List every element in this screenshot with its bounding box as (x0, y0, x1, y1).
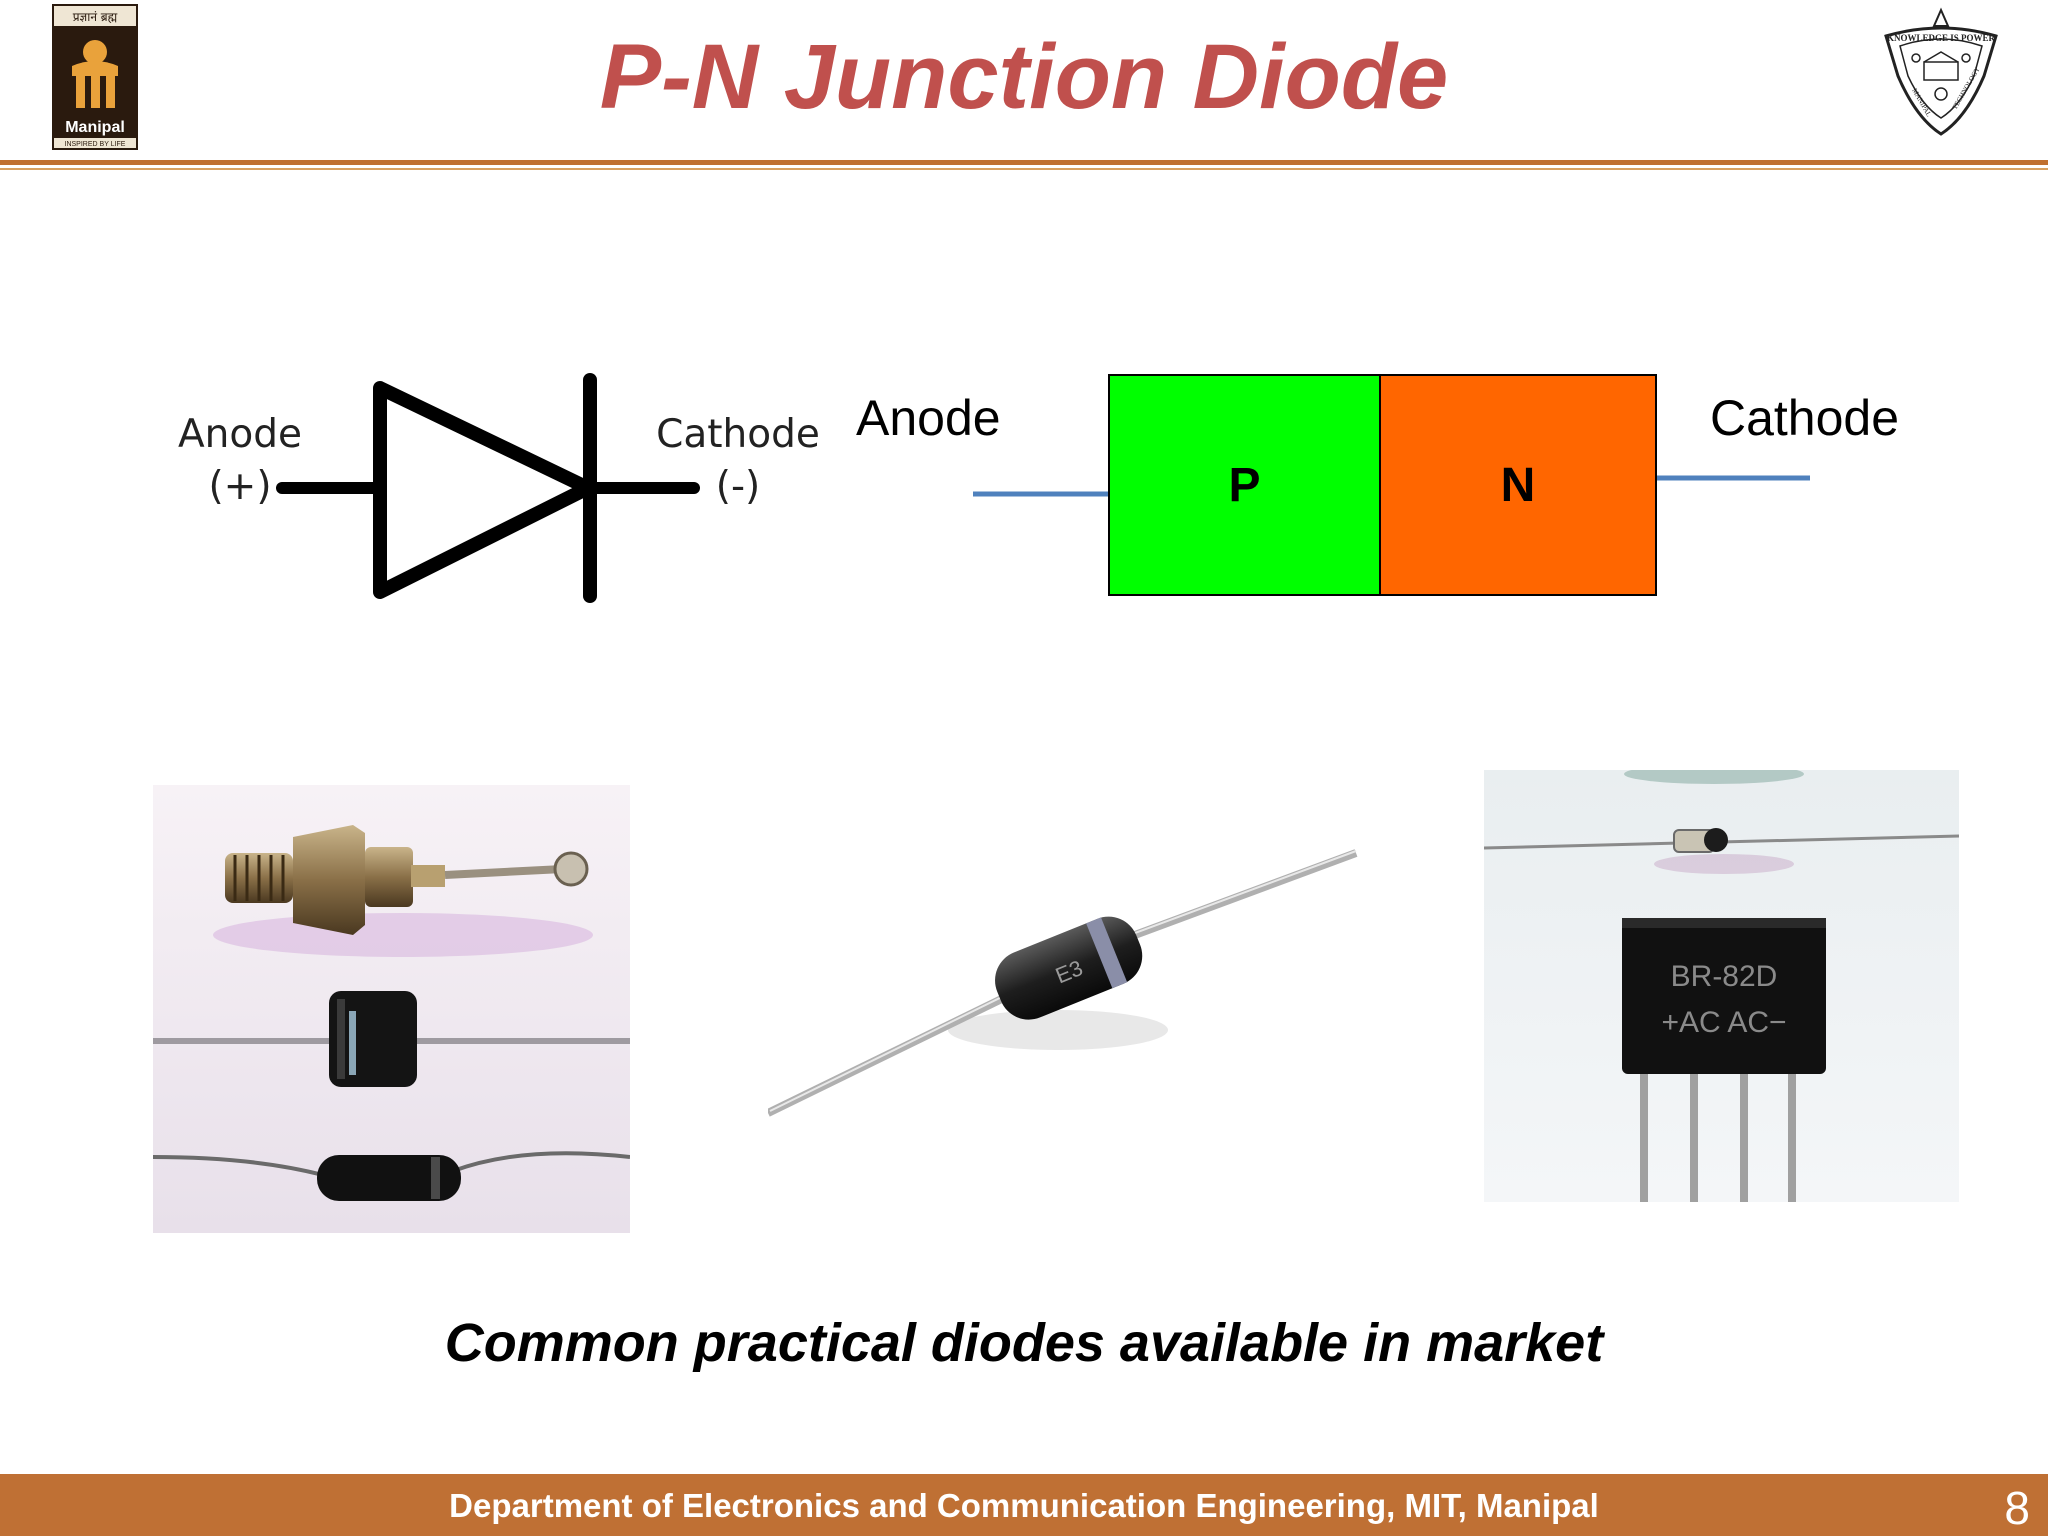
diode-symbol-icon (276, 373, 700, 603)
axial-diode-large (153, 991, 630, 1087)
symbol-anode-label: Anode (177, 412, 302, 457)
mit-emblem-icon: KNOWLEDGE IS POWER MANIPAL TECHNOLOGY (1876, 6, 2006, 138)
diode-photo-axial: E3 (768, 795, 1358, 1195)
diode-photo-bridge: BR-82D +AC AC− (1484, 770, 1959, 1202)
bridge-label-1: BR-82D (1671, 960, 1778, 993)
junction-anode-label: Anode (856, 390, 1001, 446)
bridge-label-2: +AC AC− (1661, 1006, 1786, 1039)
p-region-label: P (1228, 459, 1261, 512)
page-title: P-N Junction Diode (599, 26, 1449, 128)
junction-cathode-label: Cathode (1710, 390, 1900, 446)
stud-diode (225, 825, 589, 935)
axial-diode-small (153, 1151, 630, 1201)
page-number: 8 (2004, 1482, 2030, 1534)
header-rule-thin (0, 168, 2048, 170)
svg-text:प्रज्ञानं ब्रह्म: प्रज्ञानं ब्रह्म (73, 10, 118, 24)
symbol-cathode-label: Cathode (656, 412, 820, 457)
svg-text:INSPIRED BY LIFE: INSPIRED BY LIFE (65, 141, 126, 148)
symbol-cathode-sign: (-) (715, 464, 761, 509)
manipal-logo-text: Manipal (65, 119, 125, 136)
p-region: P (1108, 374, 1381, 596)
photo-caption: Common practical diodes available in mar… (444, 1313, 1604, 1373)
n-region-label: N (1500, 459, 1536, 512)
n-region: N (1381, 374, 1657, 596)
junction-leads (973, 475, 1810, 497)
footer-bar (0, 1474, 2048, 1536)
header-rule (0, 160, 2048, 165)
symbol-anode-sign: (+) (208, 464, 272, 509)
bridge-rectifier: BR-82D +AC AC− (1622, 918, 1826, 1202)
manipal-logo-icon: प्रज्ञानं ब्रह्म Manipal INSPIRED BY LIF… (52, 4, 138, 150)
footer-text: Department of Electronics and Communicat… (449, 1487, 1599, 1524)
diode-photo-assorted (153, 785, 630, 1233)
svg-text:KNOWLEDGE IS POWER: KNOWLEDGE IS POWER (1887, 33, 1996, 43)
